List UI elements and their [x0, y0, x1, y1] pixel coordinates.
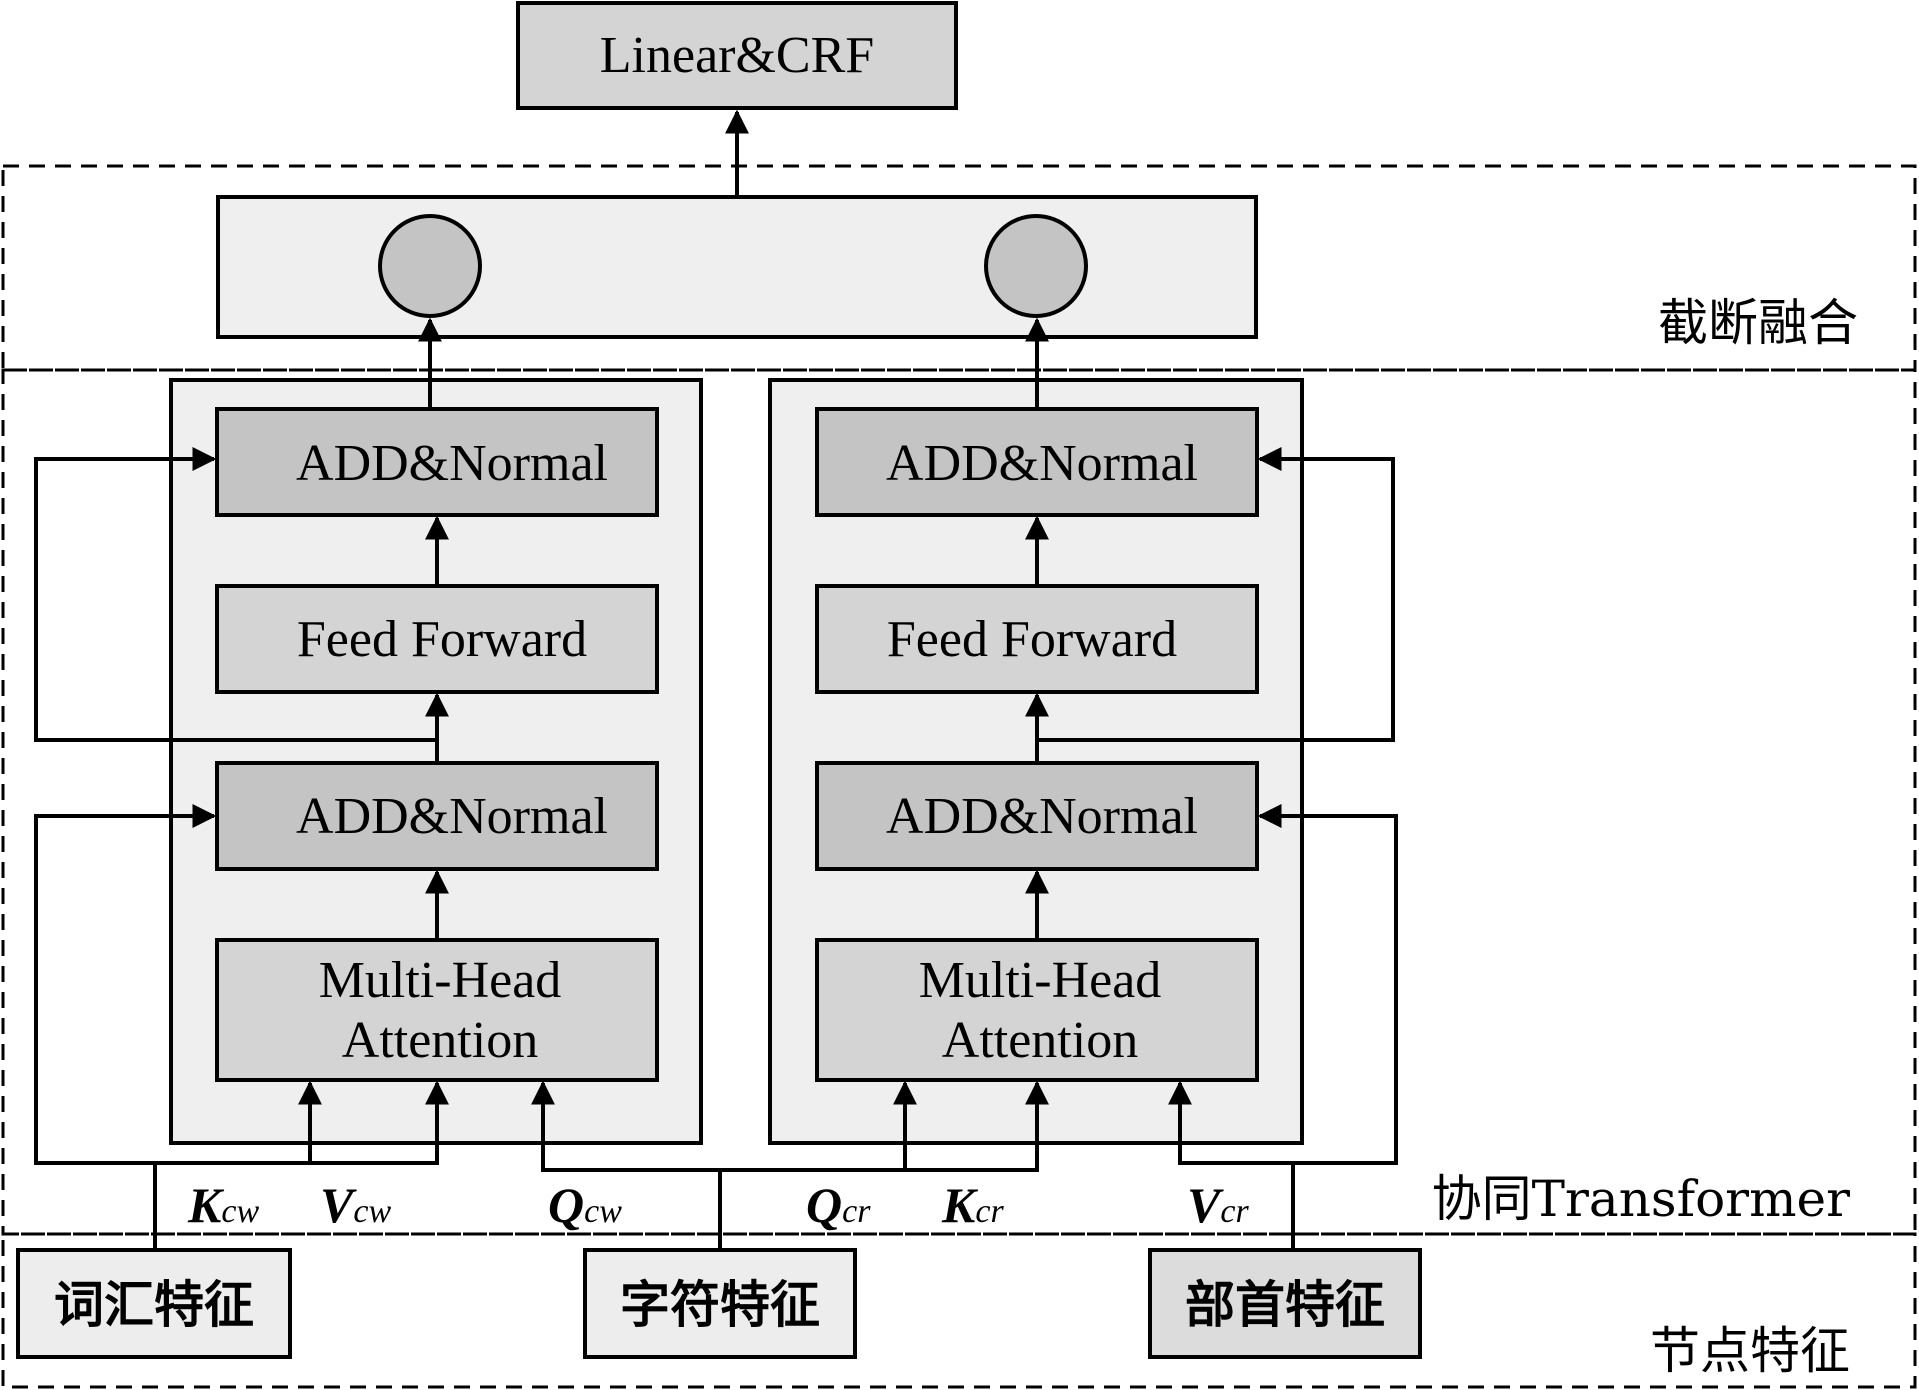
left-feed-forward-label: Feed Forward — [297, 611, 587, 668]
transformer-region-label: 协同Transformer — [1432, 1170, 1850, 1228]
k-cw-label: Kcw — [187, 1177, 259, 1233]
right-add-normal-bottom — [815, 761, 1259, 871]
node-region-label: 节点特征 — [1650, 1322, 1850, 1380]
word-feature-box — [16, 1248, 292, 1359]
linear-crf-box — [516, 1, 958, 110]
q-cr-label: Qcr — [806, 1177, 871, 1233]
left-add-normal-bottom-label: ADD&Normal — [296, 788, 608, 845]
node-feature-region — [1, 1232, 1917, 1389]
right-add-normal-top-label: ADD&Normal — [886, 435, 1198, 492]
left-add-normal-top-label: ADD&Normal — [296, 435, 608, 492]
right-v-input — [1168, 1080, 1293, 1165]
left-mha-line2: Attention — [342, 1012, 538, 1069]
left-add-normal-bottom — [215, 761, 659, 871]
right-add-normal-bottom-label: ADD&Normal — [886, 788, 1198, 845]
word-feature-label: 词汇特征 — [54, 1275, 254, 1334]
fusion-region-label: 截断融合 — [1658, 294, 1858, 352]
left-add-normal-top — [215, 407, 659, 517]
right-feed-forward-label: Feed Forward — [887, 611, 1177, 668]
q-cw-label: Qcw — [548, 1177, 622, 1233]
radical-feature-box — [1148, 1248, 1422, 1359]
char-feature-label: 字符特征 — [620, 1275, 820, 1334]
right-residual-top — [1037, 447, 1395, 742]
linear-crf-label: Linear&CRF — [600, 27, 874, 84]
left-fusion-node — [378, 214, 482, 318]
left-v-input — [310, 1080, 449, 1165]
transformer-region — [1, 368, 1917, 1236]
radical-feature-label: 部首特征 — [1185, 1275, 1385, 1334]
left-feed-forward — [215, 584, 659, 694]
k-cr-label: Kcr — [941, 1177, 1004, 1233]
left-residual-top — [34, 447, 437, 742]
v-cr-label: Vcr — [1187, 1177, 1249, 1233]
left-q-input — [531, 1080, 720, 1172]
fusion-region — [1, 164, 1917, 372]
fusion-box — [216, 195, 1258, 339]
right-mha-line2: Attention — [942, 1012, 1138, 1069]
left-mha-line1: Multi-Head — [319, 952, 562, 1009]
right-feed-forward — [815, 584, 1259, 694]
char-feature-box — [583, 1248, 857, 1359]
right-fusion-node — [984, 214, 1088, 318]
left-multi-head-attention — [215, 938, 659, 1082]
right-mha-line1: Multi-Head — [919, 952, 1162, 1009]
v-cw-label: Vcw — [320, 1177, 391, 1233]
right-k-input — [905, 1080, 1049, 1172]
right-add-normal-top — [815, 407, 1259, 517]
